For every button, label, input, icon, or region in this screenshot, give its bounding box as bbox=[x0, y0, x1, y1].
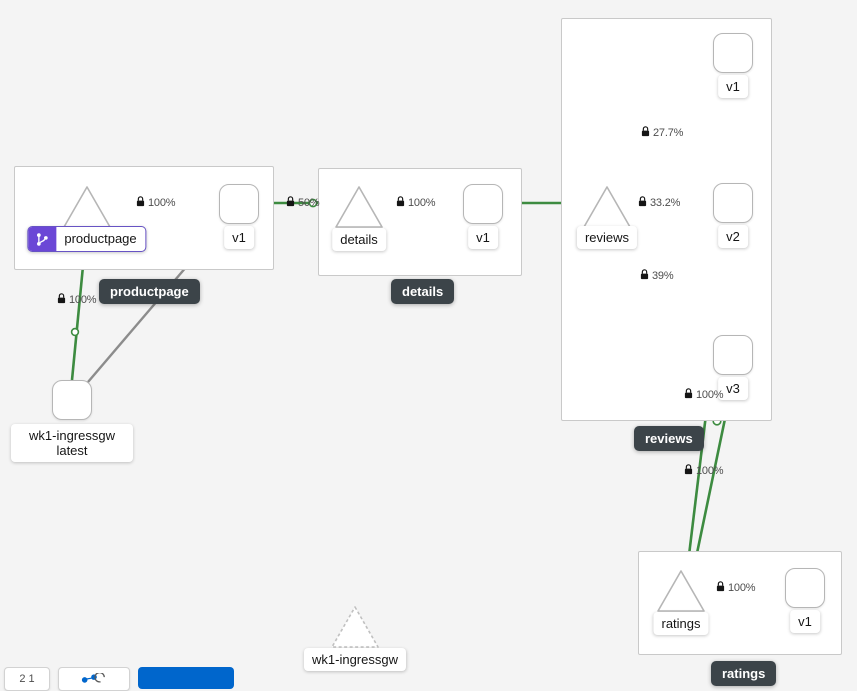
zoom-level-chip[interactable]: 2 1 bbox=[4, 667, 50, 691]
node-shape-triangle-outline[interactable] bbox=[329, 604, 381, 650]
tooltip-productpage: productpage bbox=[99, 279, 200, 304]
edge-label-v3-to-ratings: 100% bbox=[684, 464, 724, 478]
node-productpage-service[interactable]: productpage bbox=[27, 184, 147, 252]
edge-label-text: 100% bbox=[148, 197, 176, 209]
graph-layout-icon bbox=[81, 673, 105, 683]
tooltip-ratings: ratings bbox=[711, 661, 777, 686]
node-shape-triangle[interactable] bbox=[655, 568, 707, 614]
node-reviews-v2[interactable]: v2 bbox=[713, 183, 753, 248]
node-reviews-v1[interactable]: v1 bbox=[713, 33, 753, 98]
node-shape-box[interactable] bbox=[713, 335, 753, 375]
zoom-level-text: 2 1 bbox=[19, 673, 35, 685]
mtls-lock-icon bbox=[638, 196, 647, 210]
node-label-reviews-service: reviews bbox=[576, 226, 638, 249]
mtls-lock-icon bbox=[640, 269, 649, 283]
mtls-lock-icon bbox=[396, 196, 405, 210]
node-reviews-service[interactable]: reviews bbox=[576, 184, 638, 249]
edge-label-reviews-to-v1: 27.7% bbox=[641, 126, 683, 140]
node-shape-box[interactable] bbox=[713, 33, 753, 73]
node-shape-box[interactable] bbox=[219, 184, 259, 224]
node-label-reviews-v3: v3 bbox=[718, 377, 748, 400]
tooltip-reviews: reviews bbox=[634, 426, 704, 451]
node-label-productpage-v1: v1 bbox=[224, 226, 254, 249]
edge-label-productpage-to-details: 50% bbox=[286, 196, 320, 210]
graph-toolbar[interactable]: 2 1 bbox=[0, 667, 857, 691]
node-ratings-service[interactable]: ratings bbox=[653, 568, 709, 635]
edge-label-text: 39% bbox=[652, 270, 674, 282]
edge-label-details-service-to-v1: 100% bbox=[396, 196, 436, 210]
node-label-productpage-service: productpage bbox=[64, 231, 137, 246]
edge-label-reviews-to-v2: 33.2% bbox=[638, 196, 680, 210]
node-label-reviews-v2: v2 bbox=[718, 225, 748, 248]
edge-label-text: 100% bbox=[728, 582, 756, 594]
mtls-lock-icon bbox=[684, 464, 693, 478]
legend-chip[interactable] bbox=[58, 667, 130, 691]
edge-label-reviews-to-v3: 39% bbox=[640, 269, 674, 283]
mtls-lock-icon bbox=[136, 196, 145, 210]
node-productpage-v1[interactable]: v1 bbox=[219, 184, 259, 249]
node-label-line2: latest bbox=[56, 443, 88, 458]
tooltip-details: details bbox=[391, 279, 455, 304]
virtual-service-icon bbox=[28, 227, 57, 251]
node-label-ratings-v1: v1 bbox=[790, 610, 820, 633]
node-shape-box[interactable] bbox=[713, 183, 753, 223]
node-shape-triangle[interactable] bbox=[333, 184, 385, 230]
mtls-lock-icon bbox=[641, 126, 650, 140]
edge-label-ratings-service-to-v1: 100% bbox=[716, 581, 756, 595]
node-label-productpage-with-vs-badge[interactable]: productpage bbox=[27, 226, 147, 252]
node-ratings-v1[interactable]: v1 bbox=[785, 568, 825, 633]
edge-label-text: 50% bbox=[298, 197, 320, 209]
edge-label-text: 100% bbox=[696, 465, 724, 477]
node-ingressgw-service[interactable]: wk1-ingressgw bbox=[304, 604, 406, 671]
node-label-details-service: details bbox=[332, 228, 386, 251]
primary-toolbar-button[interactable] bbox=[138, 667, 234, 689]
mtls-lock-icon bbox=[716, 581, 725, 595]
node-shape-box[interactable] bbox=[52, 380, 92, 420]
mtls-lock-icon bbox=[684, 388, 693, 402]
edge-label-ingress-to-productpage: 100% bbox=[57, 293, 97, 307]
edge-label-v2-to-ratings: 100% bbox=[684, 388, 724, 402]
node-shape-box[interactable] bbox=[463, 184, 503, 224]
edge-label-text: 100% bbox=[69, 294, 97, 306]
node-details-v1[interactable]: v1 bbox=[463, 184, 503, 249]
node-details-service[interactable]: details bbox=[332, 184, 386, 251]
node-label-ratings-service: ratings bbox=[653, 612, 709, 635]
node-shape-box[interactable] bbox=[785, 568, 825, 608]
node-ingressgw-workload[interactable]: wk1-ingressgw latest bbox=[11, 380, 133, 462]
edge-label-text: 27.7% bbox=[653, 127, 684, 139]
node-shape-triangle[interactable] bbox=[581, 184, 633, 230]
node-label-line1: wk1-ingressgw bbox=[29, 428, 115, 443]
node-label-reviews-v1: v1 bbox=[718, 75, 748, 98]
node-label-details-v1: v1 bbox=[468, 226, 498, 249]
edge-label-text: 33.2% bbox=[650, 197, 681, 209]
mtls-lock-icon bbox=[57, 293, 66, 307]
edge-label-text: 100% bbox=[408, 197, 436, 209]
mtls-lock-icon bbox=[286, 196, 295, 210]
edge-label-text: 100% bbox=[696, 389, 724, 401]
edge-label-productpage-service-to-v1: 100% bbox=[136, 196, 176, 210]
node-shape-triangle[interactable] bbox=[61, 184, 113, 230]
node-label-ingressgw-workload: wk1-ingressgw latest bbox=[11, 424, 133, 462]
node-reviews-v3[interactable]: v3 bbox=[713, 335, 753, 400]
node-label-ingressgw-service: wk1-ingressgw bbox=[304, 648, 406, 671]
